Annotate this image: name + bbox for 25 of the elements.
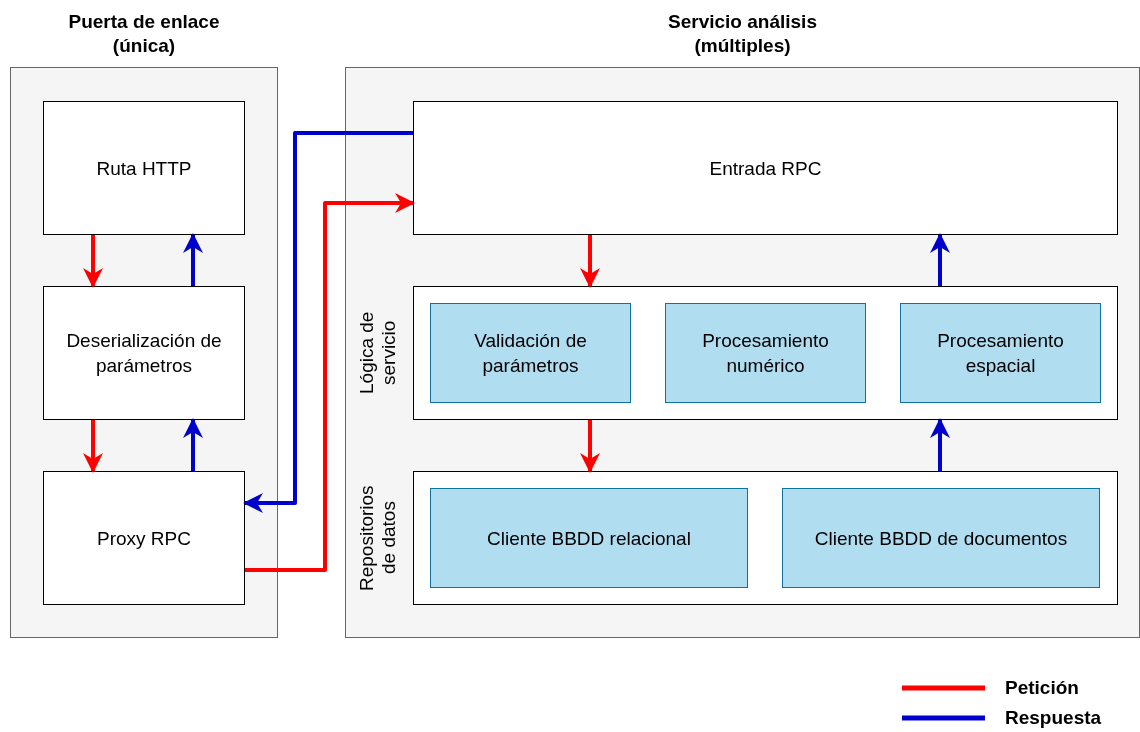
layer-label: Lógica de servicio bbox=[356, 310, 400, 397]
arrow bbox=[183, 418, 203, 471]
arrow bbox=[243, 131, 413, 513]
arrow bbox=[580, 420, 600, 473]
arrow bbox=[930, 418, 950, 471]
arrow bbox=[83, 235, 103, 288]
process-box: Proxy RPC bbox=[43, 471, 245, 605]
component-box: Procesamiento espacial bbox=[900, 303, 1101, 403]
arrow bbox=[83, 420, 103, 473]
component-box: Cliente BBDD de documentos bbox=[782, 488, 1100, 588]
process-box: Ruta HTTP bbox=[43, 101, 245, 235]
group-heading: Servicio análisis (múltiples) bbox=[667, 10, 818, 58]
process-box: Entrada RPC bbox=[413, 101, 1118, 235]
component-box: Cliente BBDD relacional bbox=[430, 488, 748, 588]
legend-label: Petición bbox=[1005, 677, 1079, 699]
arrow bbox=[245, 193, 415, 572]
process-box: Deserialización de parámetros bbox=[43, 286, 245, 420]
arrow bbox=[930, 233, 950, 286]
legend-label: Respuesta bbox=[1005, 707, 1102, 729]
component-box: Validación de parámetros bbox=[430, 303, 631, 403]
component-box: Procesamiento numérico bbox=[665, 303, 866, 403]
group-heading: Puerta de enlace (única) bbox=[67, 10, 221, 58]
arrow bbox=[580, 235, 600, 288]
layer-label: Repositorios de datos bbox=[356, 484, 400, 593]
arrow bbox=[183, 233, 203, 286]
